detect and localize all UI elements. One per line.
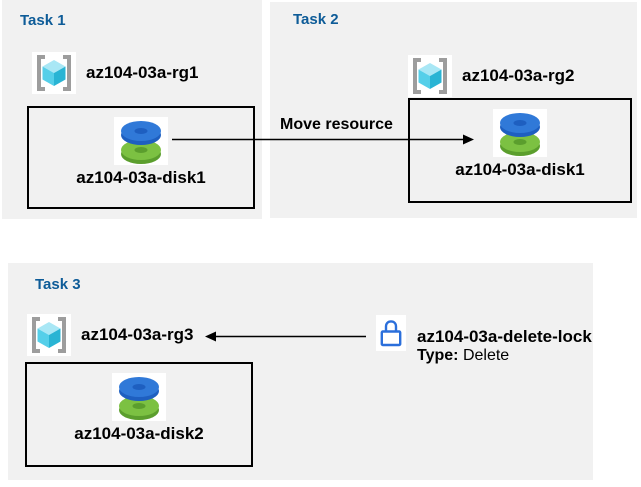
task2-disk-box: az104-03a-disk1 xyxy=(408,98,632,203)
delete-lock-group: az104-03a-delete-lock Type: Delete xyxy=(376,315,592,365)
lock-type-label: Type: Delete xyxy=(417,347,510,364)
task2-title: Task 2 xyxy=(293,11,339,28)
disk-icon xyxy=(112,373,166,421)
disk-icon xyxy=(493,109,547,157)
task2-panel: Task 2 az104-03a-rg2 az104-03a-dis xyxy=(270,2,637,218)
task3-disk-label: az104-03a-disk2 xyxy=(74,424,204,443)
resource-group-icon xyxy=(27,314,71,356)
task1-title: Task 1 xyxy=(20,12,66,29)
task3-title: Task 3 xyxy=(35,276,81,293)
task1-disk-box: az104-03a-disk1 xyxy=(27,106,255,209)
task1-panel: Task 1 az104-03a-rg1 az104-03a-dis xyxy=(2,0,262,219)
task1-disk-label: az104-03a-disk1 xyxy=(76,168,206,187)
lock-icon xyxy=(376,315,406,351)
task3-rg-label: az104-03a-rg3 xyxy=(81,325,194,344)
resource-group-icon xyxy=(408,55,452,97)
disk-icon xyxy=(114,117,168,165)
task2-resource-group: az104-03a-rg2 xyxy=(408,55,574,97)
task3-panel: Task 3 az104-03a-rg3 az104-03a-dis xyxy=(8,263,593,480)
resource-group-icon xyxy=(32,52,76,94)
task1-rg-label: az104-03a-rg1 xyxy=(86,63,199,82)
task3-resource-group: az104-03a-rg3 xyxy=(27,314,193,356)
lock-name-label: az104-03a-delete-lock xyxy=(417,327,592,346)
move-resource-arrow xyxy=(172,134,474,145)
task3-disk-box: az104-03a-disk2 xyxy=(25,362,253,467)
lock-text: az104-03a-delete-lock Type: Delete xyxy=(417,327,592,365)
lock-arrow xyxy=(205,331,366,342)
move-resource-label: Move resource xyxy=(280,116,393,133)
task2-disk-label: az104-03a-disk1 xyxy=(455,160,585,179)
task1-resource-group: az104-03a-rg1 xyxy=(32,52,198,94)
task2-rg-label: az104-03a-rg2 xyxy=(462,66,575,85)
